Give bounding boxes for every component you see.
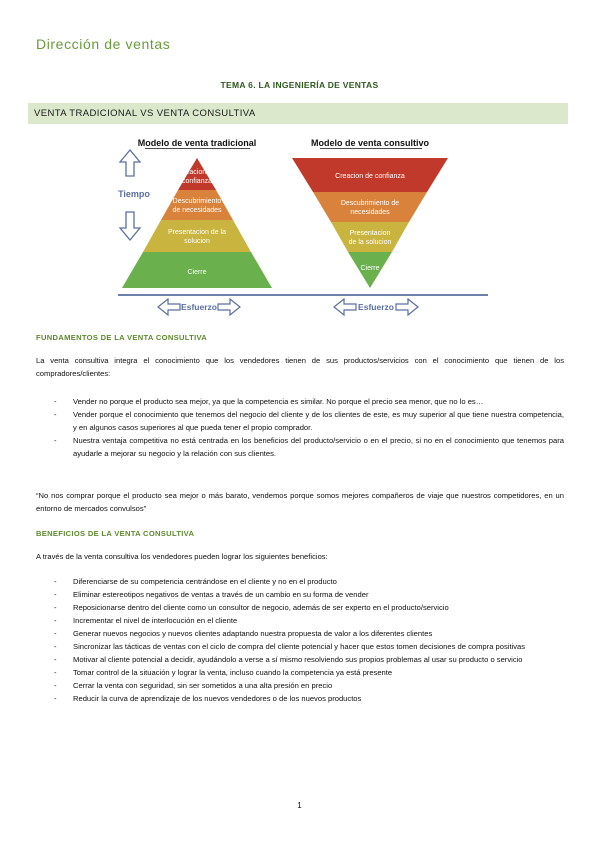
list-item: Cerrar la venta con seguridad, sin ser s… (36, 679, 564, 692)
consultive-model-title: Modelo de venta consultivo (311, 138, 430, 148)
list-item: Motivar al cliente potencial a decidir, … (36, 653, 564, 666)
fundamentos-list: Vender no porque el producto sea mejor, … (36, 395, 564, 460)
list-item: Diferenciarse de su competencia centránd… (36, 575, 564, 588)
pyramid-text-1a: Creacion de (178, 169, 216, 176)
list-item: Reposicionarse dentro del cliente como u… (36, 601, 564, 614)
pyramid-text-3b: solucion (184, 238, 210, 245)
inverted-layer-presentacion (331, 222, 409, 252)
inverted-text-4a: Cierre (360, 265, 379, 272)
beneficios-list: Diferenciarse de su competencia centránd… (36, 575, 564, 705)
pyramid-text-2a: Descubrimiento (173, 198, 222, 205)
inverted-layer-cierre (348, 252, 392, 288)
fundamentos-quote: “No nos comprar porque el producto sea m… (36, 491, 564, 513)
pyramid-layer-confianza (178, 158, 216, 190)
section-band-label: VENTA TRADICIONAL VS VENTA CONSULTIVA (34, 108, 256, 119)
inverted-text-3b: de la solucion (349, 239, 392, 246)
fundamentos-heading: FUNDAMENTOS DE LA VENTA CONSULTIVA (36, 333, 208, 342)
beneficios-heading: BENEFICIOS DE LA VENTA CONSULTIVA (36, 529, 195, 538)
effort-label-left: Esfuerzo (181, 302, 217, 312)
list-item: Incrementar el nivel de interlocución en… (36, 614, 564, 627)
pyramid-layer-cierre (122, 252, 272, 288)
inverted-text-2a: Descubrimiento de (341, 200, 399, 207)
list-item: Reducir la curva de aprendizaje de los n… (36, 692, 564, 705)
pyramid-text-2b: de necesidades (172, 207, 222, 214)
pyramid-text-4a: Cierre (187, 269, 206, 276)
list-item: Nuestra ventaja competitiva no está cent… (36, 434, 564, 460)
chapter-title: TEMA 6. LA INGENIERÍA DE VENTAS (220, 80, 379, 90)
list-item: Tomar control de la situación y lograr l… (36, 666, 564, 679)
inverted-text-3a: Presentacion (350, 230, 391, 237)
effort-arrow-right-icon (333, 297, 419, 317)
list-item: Vender no porque el producto sea mejor, … (36, 395, 564, 408)
list-item: Generar nuevos negocios y nuevos cliente… (36, 627, 564, 640)
pyramid-layer-presentacion (143, 220, 251, 252)
fundamentos-intro: La venta consultiva integra el conocimie… (36, 356, 564, 378)
document-title: Dirección de ventas (36, 36, 171, 52)
effort-label-right: Esfuerzo (358, 302, 394, 312)
pyramid-text-1b: confianza (182, 178, 212, 185)
list-item: Eliminar estereotipos negativos de venta… (36, 588, 564, 601)
inverted-text-1a: Creacion de confianza (335, 173, 405, 180)
list-item: Vender porque el conocimiento que tenemo… (36, 408, 564, 434)
page-number: 1 (297, 801, 302, 810)
time-label: Tiempo (118, 189, 150, 199)
effort-arrow-left-icon (157, 297, 241, 317)
list-item: Sincronizar las tácticas de ventas con e… (36, 640, 564, 653)
section-band: VENTA TRADICIONAL VS VENTA CONSULTIVA (28, 103, 568, 124)
pyramid-layer-descubrimiento (161, 190, 233, 220)
beneficios-intro: A través de la venta consultiva los vend… (36, 552, 328, 561)
sales-model-diagram: Modelo de venta tradicional Modelo de ve… (118, 138, 488, 317)
traditional-model-title: Modelo de venta tradicional (138, 138, 257, 148)
inverted-layer-descubrimiento (313, 192, 427, 222)
pyramid-text-3a: Presentacion de la (168, 229, 226, 236)
time-arrow-icon (118, 148, 142, 242)
inverted-text-2b: necesidades (350, 209, 390, 216)
inverted-layer-confianza (292, 158, 448, 192)
